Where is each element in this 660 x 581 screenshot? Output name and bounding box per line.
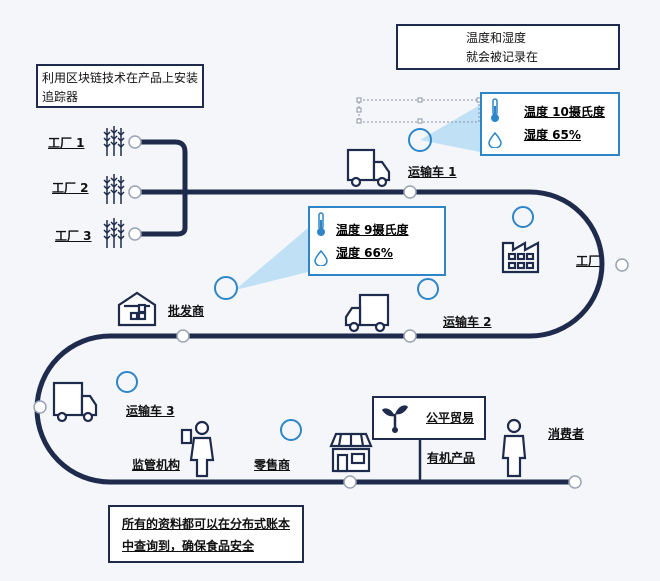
sensor1-temperature: 温度 10摄氏度 xyxy=(524,105,605,119)
truck3-label: 运输车 3 xyxy=(126,404,175,418)
wheat-icon xyxy=(103,126,125,156)
temp-record-callout: 温度和湿度 就会被记录在 xyxy=(396,24,620,70)
node-wholesaler xyxy=(176,329,190,343)
thermometer-icon xyxy=(491,98,499,122)
temp-record-line1: 温度和湿度 xyxy=(466,31,527,45)
tracker-truck2 xyxy=(417,278,439,300)
truck-icon xyxy=(344,293,390,333)
droplet-icon xyxy=(314,250,328,266)
node-factory1 xyxy=(128,135,142,149)
wheat-icon xyxy=(103,174,125,204)
node-truck2 xyxy=(403,329,417,343)
node-factory xyxy=(615,258,629,272)
selection-handles xyxy=(356,97,482,124)
shop-icon xyxy=(329,432,373,473)
tracker-retailer xyxy=(280,419,302,441)
node-factory3 xyxy=(128,227,142,241)
wholesaler-label: 批发商 xyxy=(168,304,205,318)
ledger-line1: 所有的资料都可以在分布式账本 xyxy=(122,517,291,531)
sensor2-temperature: 温度 9摄氏度 xyxy=(336,223,409,237)
node-retailer xyxy=(343,475,357,489)
factory-label: 工厂 xyxy=(576,254,601,268)
sensor2-readout: 温度 9摄氏度 湿度 66% xyxy=(308,206,446,276)
wheat-icon xyxy=(103,218,125,248)
blockchain-line1: 利用区块链技术在产品上安装 xyxy=(42,71,199,85)
sensor1-humidity: 湿度 65% xyxy=(524,128,581,142)
tracker-circles xyxy=(116,128,534,441)
inspector-icon xyxy=(180,420,215,478)
sensor2-humidity: 湿度 66% xyxy=(336,246,393,260)
node-factory2 xyxy=(128,185,142,199)
thermometer-icon xyxy=(317,212,325,236)
person-icon xyxy=(501,418,527,478)
retailer-label: 零售商 xyxy=(254,458,291,472)
factory1-label: 工厂 1 xyxy=(48,136,85,150)
factory3-label: 工厂 3 xyxy=(55,229,92,243)
fair-trade-label: 公平贸易 xyxy=(426,411,475,425)
node-truck3 xyxy=(33,400,47,414)
ledger-line2: 中查询到，确保食品安全 xyxy=(122,539,255,553)
truck2-label: 运输车 2 xyxy=(443,315,492,329)
sensor2-beam xyxy=(235,228,308,290)
supply-path xyxy=(34,139,605,485)
truck-icon xyxy=(346,148,391,188)
truck1-label: 运输车 1 xyxy=(408,165,457,179)
regulator-label: 监管机构 xyxy=(132,458,181,472)
node-truck1 xyxy=(403,185,417,199)
tracker-truck3 xyxy=(116,371,138,393)
factory2-label: 工厂 2 xyxy=(52,181,89,195)
path-nodes xyxy=(33,135,629,489)
ledger-callout: 所有的资料都可以在分布式账本 中查询到，确保食品安全 xyxy=(108,505,304,563)
warehouse-icon xyxy=(117,291,157,327)
truck-icon xyxy=(52,381,98,423)
sensor1-beam xyxy=(420,105,480,152)
factory-icon xyxy=(501,241,540,274)
blockchain-callout: 利用区块链技术在产品上安装 追踪器 xyxy=(36,64,204,108)
organic-label: 有机产品 xyxy=(427,451,476,465)
droplet-icon xyxy=(488,132,502,148)
sprout-icon xyxy=(382,405,408,433)
temp-record-line2: 就会被记录在 xyxy=(466,50,539,64)
fair-trade-sign: 公平贸易 xyxy=(372,396,486,440)
consumer-label: 消费者 xyxy=(548,427,585,441)
tracker-factory xyxy=(512,206,534,228)
blockchain-line2: 追踪器 xyxy=(42,90,79,104)
tracker-wholesaler xyxy=(214,276,238,300)
node-consumer xyxy=(568,475,582,489)
tracker-truck1 xyxy=(408,128,432,152)
sensor1-readout: 温度 10摄氏度 湿度 65% xyxy=(480,92,620,156)
